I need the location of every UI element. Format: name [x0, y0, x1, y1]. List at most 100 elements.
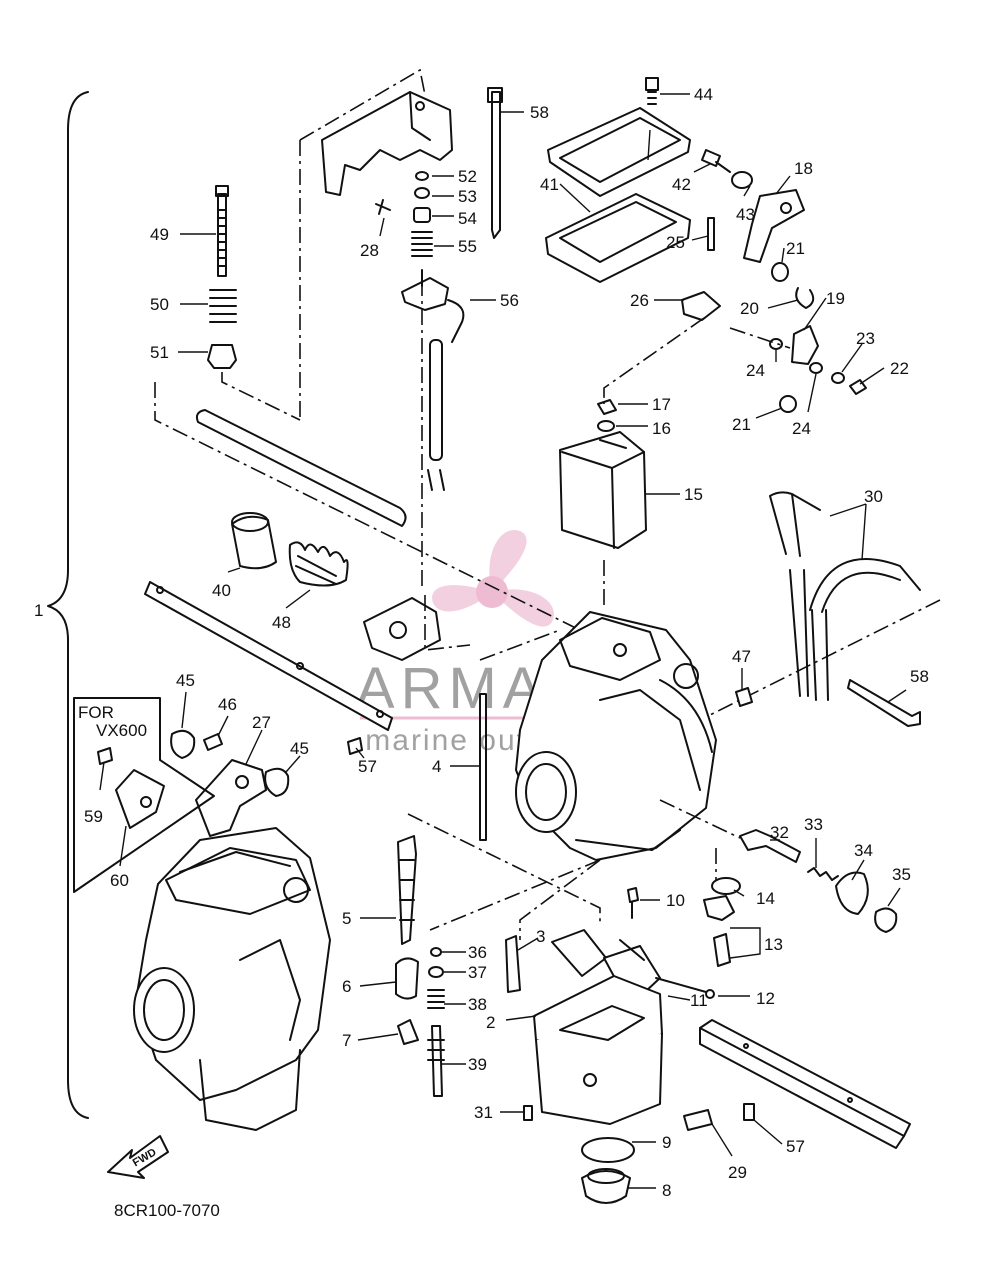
callout-7: 7	[342, 1031, 351, 1050]
screw-31	[523, 1105, 533, 1121]
callout-51: 51	[150, 343, 169, 362]
callout-57b: 57	[786, 1137, 805, 1156]
callout-30: 30	[864, 487, 883, 506]
pin-12	[705, 989, 715, 999]
callout-2: 2	[486, 1013, 495, 1032]
callout-8: 8	[662, 1181, 671, 1200]
carburetor-body-left	[133, 827, 331, 1131]
mounting-bar-57	[699, 1019, 911, 1149]
starter-cap	[231, 512, 277, 570]
jet-holder-assembly	[395, 835, 419, 1045]
callout-15: 15	[684, 485, 703, 504]
callout-57: 57	[358, 757, 377, 776]
plug-47	[735, 687, 753, 707]
link-plate	[144, 581, 393, 731]
throttle-shaft	[154, 382, 601, 641]
return-spring	[288, 541, 349, 587]
nut-washer-16-17	[597, 399, 617, 432]
fwd-arrow	[107, 1135, 169, 1179]
carburetor-body-main	[515, 611, 717, 861]
callout-33: 33	[804, 815, 823, 834]
callout-23: 23	[856, 329, 875, 348]
callout-29: 29	[728, 1163, 747, 1182]
callout-37: 37	[468, 963, 487, 982]
jet-3	[505, 935, 521, 993]
callout-46: 46	[218, 695, 237, 714]
drain-plug-8	[581, 1168, 631, 1204]
callout-5: 5	[342, 909, 351, 928]
callout-56: 56	[500, 291, 519, 310]
bracket-26	[603, 217, 721, 404]
callout-3: 3	[536, 927, 545, 946]
callout-53: 53	[458, 187, 477, 206]
callout-39: 39	[468, 1055, 487, 1074]
callout-55: 55	[458, 237, 477, 256]
float-valve-13-14	[703, 848, 741, 967]
callout-59: 59	[84, 807, 103, 826]
callout-4: 4	[432, 757, 441, 776]
callout-27: 27	[252, 713, 271, 732]
callout-31: 31	[474, 1103, 493, 1122]
callout-58b: 58	[910, 667, 929, 686]
callout-16: 16	[652, 419, 671, 438]
leader-lines	[99, 93, 907, 1189]
callout-11: 11	[690, 991, 708, 1010]
screw-29	[683, 1109, 713, 1131]
callout-20: 20	[740, 299, 759, 318]
diagram-code: 8CR100-7070	[114, 1201, 220, 1220]
cable-bracket	[299, 68, 453, 420]
screw-28	[375, 199, 391, 215]
watermark-logo	[360, 530, 640, 720]
callout-45: 45	[176, 671, 195, 690]
callout-21b: 21	[732, 415, 751, 434]
callout-22: 22	[890, 359, 909, 378]
callout-32: 32	[770, 823, 789, 842]
callout-13: 13	[764, 935, 783, 954]
main-jet-stack	[427, 947, 445, 1097]
callout-49: 49	[150, 225, 169, 244]
callout-28: 28	[360, 241, 379, 260]
callout-14: 14	[756, 889, 775, 908]
starter-plunger-housing	[363, 595, 471, 661]
rod-4	[479, 629, 561, 841]
callout-58: 58	[530, 103, 549, 122]
callout-43: 43	[736, 205, 755, 224]
callout-42: 42	[672, 175, 691, 194]
piston-valve-15	[559, 431, 647, 610]
callout-60: 60	[110, 871, 129, 890]
callout-6: 6	[342, 977, 351, 996]
callout-labels: 1 2 3 4 5 6 7 8 9 10 11 12 13 14 15 16 1…	[34, 85, 929, 1200]
callout-19: 19	[826, 289, 845, 308]
screw-10	[627, 887, 639, 919]
callout-38: 38	[468, 995, 487, 1014]
callout-17: 17	[652, 395, 671, 414]
callout-12: 12	[756, 989, 775, 1008]
callout-25: 25	[666, 233, 685, 252]
cable-tie-58-right	[847, 679, 921, 727]
callout-34: 34	[854, 841, 873, 860]
callout-50: 50	[150, 295, 169, 314]
inset-label-for: FOR	[78, 703, 114, 722]
callout-18: 18	[794, 159, 813, 178]
callout-45b: 45	[290, 739, 309, 758]
needle-jet-stack	[401, 171, 465, 590]
callout-36: 36	[468, 943, 487, 962]
cable-tie-58-top	[487, 87, 503, 239]
float-chamber	[533, 929, 663, 1125]
callout-24: 24	[746, 361, 765, 380]
screw-57-left	[347, 737, 363, 755]
callout-24b: 24	[792, 419, 811, 438]
callout-9: 9	[662, 1133, 671, 1152]
callout-48: 48	[272, 613, 291, 632]
callout-40: 40	[212, 581, 231, 600]
callout-10: 10	[666, 891, 685, 910]
o-ring-9	[581, 1137, 635, 1163]
top-cover	[545, 77, 691, 283]
callout-1: 1	[34, 601, 43, 620]
float-pin	[655, 977, 707, 993]
callout-41: 41	[540, 175, 559, 194]
callout-52: 52	[458, 167, 477, 186]
lever-assembly	[701, 149, 867, 413]
callout-35: 35	[892, 865, 911, 884]
